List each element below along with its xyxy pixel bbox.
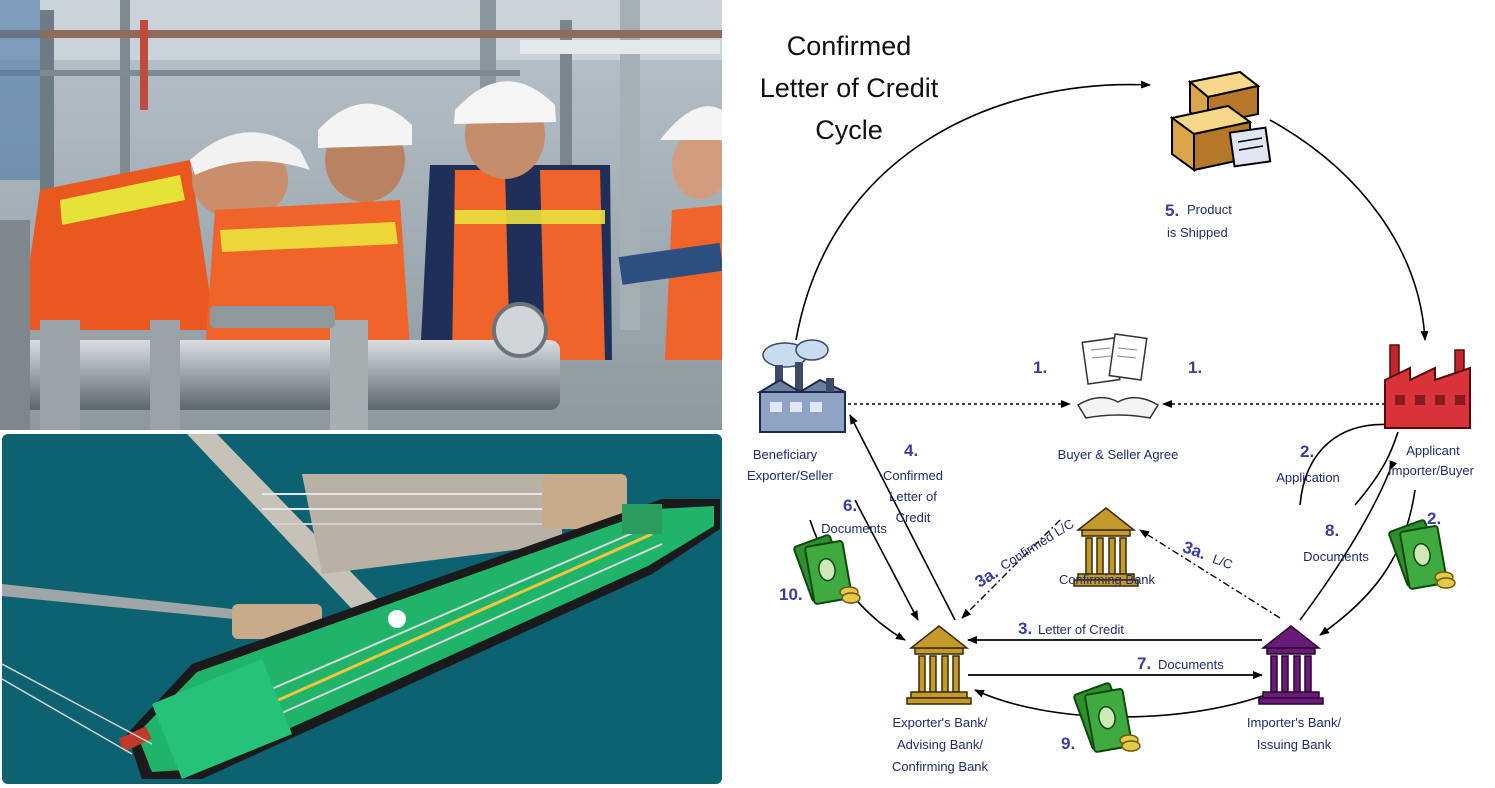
arrow-docs-8-stub bbox=[1354, 431, 1399, 506]
step7-label: Documents bbox=[1158, 657, 1224, 672]
agreement-label: Buyer & Seller Agree bbox=[1058, 447, 1179, 462]
applicant-label-line2: Importer/Buyer bbox=[1388, 463, 1475, 478]
arrow-documents-6 bbox=[854, 499, 919, 621]
importers-bank-label-line2: Issuing Bank bbox=[1257, 737, 1332, 752]
step6-number: 6. bbox=[843, 496, 857, 515]
step8-number: 8. bbox=[1325, 521, 1339, 540]
arrow-application bbox=[1299, 420, 1396, 506]
step1-left-number: 1. bbox=[1033, 358, 1047, 377]
step3a-right-number: 3a. bbox=[1180, 537, 1209, 563]
step5-number: 5. bbox=[1165, 201, 1179, 220]
letter-of-credit-diagram: Confirmed Letter of Credit Cycle bbox=[722, 0, 1495, 788]
step8-label: Documents bbox=[1303, 549, 1369, 564]
diagram-title-line1: Confirmed bbox=[787, 31, 912, 61]
arc-payment-2 bbox=[1319, 489, 1416, 636]
step3-label: Letter of Credit bbox=[1038, 622, 1124, 637]
beneficiary-label-line2: Exporter/Seller bbox=[747, 468, 834, 483]
diagram-title-line3: Cycle bbox=[815, 115, 883, 145]
tanker-ship-photo bbox=[2, 434, 722, 784]
product-label-line1: Product bbox=[1187, 202, 1232, 217]
step4-label-line1: Confirmed bbox=[883, 468, 943, 483]
importers-bank-label-line1: Importer's Bank/ bbox=[1247, 715, 1342, 730]
step3a-left-number: 3a. bbox=[972, 563, 1002, 592]
product-label-line2: is Shipped bbox=[1167, 225, 1228, 240]
step1-right-number: 1. bbox=[1188, 358, 1202, 377]
step3-number: 3. bbox=[1018, 619, 1032, 638]
step2-application-label: Application bbox=[1276, 470, 1340, 485]
step2-payment-number: 2. bbox=[1427, 509, 1441, 528]
exporters-bank-label-line3: Confirming Bank bbox=[892, 759, 989, 774]
step2-application-number: 2. bbox=[1300, 442, 1314, 461]
arc-shipment-right bbox=[1269, 119, 1429, 341]
importers-bank-icon bbox=[1258, 625, 1324, 705]
handshake-agreement-icon bbox=[1076, 333, 1160, 419]
money-10-icon bbox=[792, 533, 861, 606]
step3a-right-label: L/C bbox=[1211, 551, 1235, 572]
diagram-title-line2: Letter of Credit bbox=[760, 73, 939, 103]
money-2-icon bbox=[1387, 518, 1456, 591]
step4-label-line3: Credit bbox=[896, 510, 931, 525]
arc-shipment-left bbox=[795, 80, 1151, 341]
step6-label: Documents bbox=[821, 521, 887, 536]
importer-factory-icon bbox=[1384, 344, 1471, 429]
arrow-lc-3a bbox=[1139, 529, 1281, 619]
exporter-factory-icon bbox=[756, 339, 846, 433]
exporters-bank-label-line2: Advising Bank/ bbox=[897, 737, 983, 752]
step3a-left-label: Confirmed L/C bbox=[998, 516, 1077, 573]
step7-number: 7. bbox=[1137, 654, 1151, 673]
engineers-photo bbox=[0, 0, 722, 430]
arrow-confirmed-lc-3a bbox=[961, 519, 1061, 619]
product-boxes-icon bbox=[1169, 70, 1272, 172]
step10-number: 10. bbox=[779, 585, 803, 604]
arrow-documents-8 bbox=[1299, 460, 1398, 621]
step4-number: 4. bbox=[904, 441, 918, 460]
exporters-bank-icon bbox=[906, 625, 972, 705]
step9-number: 9. bbox=[1061, 734, 1075, 753]
applicant-label-line1: Applicant bbox=[1406, 443, 1460, 458]
step4-label-line2: Letter of bbox=[889, 489, 937, 504]
arrow-confirmed-lc-4 bbox=[849, 414, 956, 621]
exporters-bank-label-line1: Exporter's Bank/ bbox=[893, 715, 988, 730]
confirming-bank-label: Confirming Bank bbox=[1059, 572, 1156, 587]
beneficiary-label-line1: Beneficiary bbox=[753, 447, 818, 462]
